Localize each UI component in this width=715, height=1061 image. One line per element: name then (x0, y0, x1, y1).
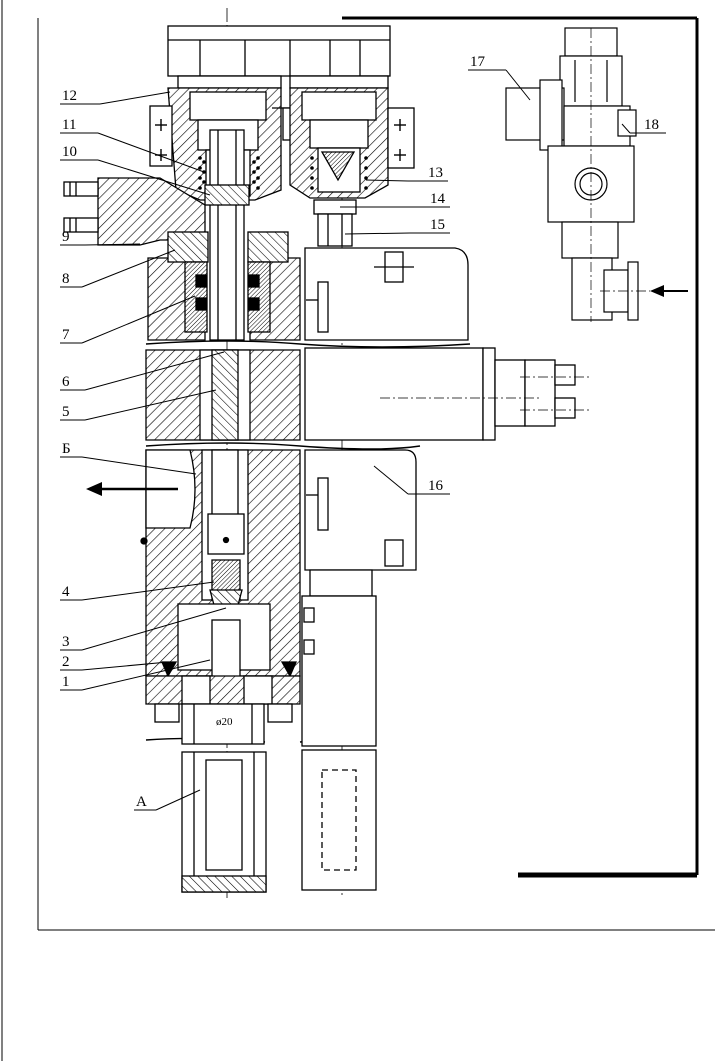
label-6: 6 (62, 374, 70, 390)
label-5: 5 (62, 404, 70, 420)
label-1: 1 (62, 674, 70, 690)
label-14: 14 (430, 191, 446, 207)
label-15: 15 (430, 217, 445, 233)
label-8: 8 (62, 271, 70, 287)
dimension-label: ø20 (216, 716, 233, 728)
label-11: 11 (62, 117, 76, 133)
label-13: 13 (428, 165, 443, 181)
label-a: А (136, 794, 147, 810)
label-10: 10 (62, 144, 77, 160)
middle-section (145, 347, 590, 441)
label-9: 9 (62, 229, 70, 245)
central-shaft (204, 129, 250, 341)
label-16: 16 (428, 478, 444, 494)
label-2: 2 (62, 654, 70, 670)
right-spring-housing (289, 87, 415, 199)
lower-tube (181, 703, 267, 893)
label-3: 3 (62, 634, 70, 650)
label-12: 12 (62, 88, 77, 104)
inset-view (505, 27, 650, 322)
leader-lines (60, 69, 666, 811)
right-spring (310, 156, 368, 190)
inset-arrow (650, 285, 688, 297)
label-18: 18 (644, 117, 659, 133)
coupling (313, 199, 357, 247)
right-lower-unit (301, 449, 417, 891)
gland-housing (147, 231, 301, 341)
label-b: Б (62, 441, 71, 457)
label-4: 4 (62, 584, 70, 600)
lower-body (140, 449, 301, 731)
upper-box (304, 247, 469, 341)
label-17: 17 (470, 54, 486, 70)
label-7: 7 (62, 327, 70, 343)
motor-housing (167, 25, 391, 89)
flow-arrow-left (86, 482, 178, 496)
callout-labels: 12 11 10 9 8 7 6 5 Б 4 3 2 1 А 13 14 15 … (62, 54, 659, 810)
left-spring (198, 156, 260, 190)
